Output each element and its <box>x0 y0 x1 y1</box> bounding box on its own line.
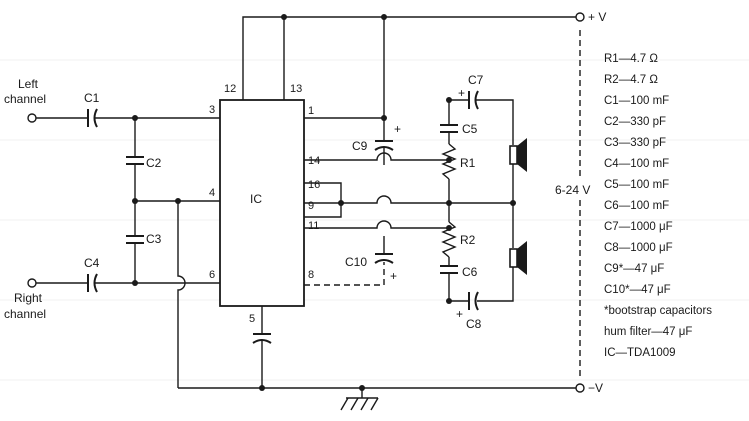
parts-list-item: IC—TDA1009 <box>604 347 676 359</box>
supply-voltage-label: 6-24 V <box>555 183 590 197</box>
positive-supply-terminal <box>575 12 585 22</box>
wire <box>477 267 514 302</box>
midpoint-wire <box>341 195 513 204</box>
resistor-r2 <box>441 221 457 258</box>
pin1-wire <box>304 17 385 119</box>
right-channel-label-2: channel <box>4 307 46 321</box>
positive-rail <box>242 16 578 100</box>
junction-dot <box>359 385 365 391</box>
ground-hatch <box>350 397 359 411</box>
ic-body <box>219 99 305 307</box>
parts-list: R1—4.7 Ω R2—4.7 Ω C1—100 mF C2—330 pF C3… <box>604 53 712 359</box>
right-channel-label-1: Right <box>14 291 43 305</box>
parts-list-item: C6—100 mF <box>604 200 669 212</box>
ic-pin-16: 16 <box>308 179 320 191</box>
parts-list-item: C10*—47 μF <box>604 284 671 296</box>
parts-list-item: C4—100 mF <box>604 158 669 170</box>
wire <box>476 99 514 145</box>
parts-list-item: C2—330 pF <box>604 116 666 128</box>
pin11-wire <box>304 220 449 229</box>
positive-supply-label: + V <box>588 10 606 24</box>
c8-plus: + <box>456 307 463 321</box>
c6-label: C6 <box>462 265 478 279</box>
ic-pin-9: 9 <box>308 200 314 212</box>
ic-pin-5: 5 <box>249 313 255 325</box>
ic-pin-12: 12 <box>224 83 236 95</box>
capacitor-c3 <box>126 235 144 244</box>
ic-pin-8: 8 <box>308 269 314 281</box>
parts-list-item: *bootstrap capacitors <box>604 305 712 317</box>
left-input-terminal <box>27 113 37 123</box>
c7-label: C7 <box>468 73 484 87</box>
c8-label: C8 <box>466 317 482 331</box>
parts-list-item: R2—4.7 Ω <box>604 74 658 86</box>
pin8-dashed-wire <box>304 262 385 286</box>
c9-plus: + <box>394 122 401 136</box>
capacitor-c10 <box>374 253 394 264</box>
capacitor-c6 <box>440 265 458 274</box>
ic-pin-1: 1 <box>308 105 314 117</box>
capacitor-c4 <box>87 273 98 293</box>
ground-hatch <box>370 397 379 411</box>
c5-label: C5 <box>462 122 478 136</box>
pin14-wire <box>304 152 449 161</box>
junction-dot <box>446 157 452 163</box>
c4-label: C4 <box>84 256 100 270</box>
ic-label: IC <box>250 192 262 206</box>
parts-list-item: C5—100 mF <box>604 179 669 191</box>
capacitor-c8 <box>468 291 479 311</box>
capacitor-c2 <box>126 156 144 165</box>
parts-list-item: C9*—47 μF <box>604 263 664 275</box>
r1-label: R1 <box>460 156 476 170</box>
negative-supply-label: −V <box>588 381 603 395</box>
ic-pin-14: 14 <box>308 155 320 167</box>
junction-dot <box>281 14 287 20</box>
parts-list-item: hum filter—47 μF <box>604 326 692 338</box>
parts-list-item: C1—100 mF <box>604 95 669 107</box>
negative-supply-terminal <box>575 383 585 393</box>
c10-label: C10 <box>345 255 367 269</box>
paper-texture <box>0 59 749 381</box>
capacitor-c5 <box>440 124 458 133</box>
c3-label: C3 <box>146 232 162 246</box>
ic-pin-3: 3 <box>209 104 215 116</box>
parts-list-item: C8—1000 μF <box>604 242 673 254</box>
ic-pin-13: 13 <box>290 83 302 95</box>
capacitor-c9 <box>374 140 394 151</box>
ground-hatch <box>360 397 369 411</box>
capacitor-c7 <box>468 90 479 110</box>
c10-plus: + <box>390 269 397 283</box>
right-input-terminal <box>27 278 37 288</box>
c2-label: C2 <box>146 156 162 170</box>
left-channel-label-1: Left <box>18 77 39 91</box>
c1-label: C1 <box>84 91 100 105</box>
pin4-ground-wire <box>177 201 186 388</box>
c7-plus: + <box>458 86 465 100</box>
junction-dot <box>446 225 452 231</box>
ic-pin-4: 4 <box>209 187 215 199</box>
parts-list-item: C7—1000 μF <box>604 221 673 233</box>
junction-dot <box>446 200 452 206</box>
junction-dot <box>446 298 452 304</box>
junction-dot <box>446 97 452 103</box>
r2-label: R2 <box>460 233 476 247</box>
parts-list-item: C3—330 pF <box>604 137 666 149</box>
c9-label: C9 <box>352 139 368 153</box>
left-channel-label-2: channel <box>4 92 46 106</box>
ic-pin-11: 11 <box>308 220 319 232</box>
ground-hatch <box>340 397 349 411</box>
capacitor-c1 <box>87 108 98 128</box>
ic-pin-6: 6 <box>209 269 215 281</box>
parts-list-item: R1—4.7 Ω <box>604 53 658 65</box>
